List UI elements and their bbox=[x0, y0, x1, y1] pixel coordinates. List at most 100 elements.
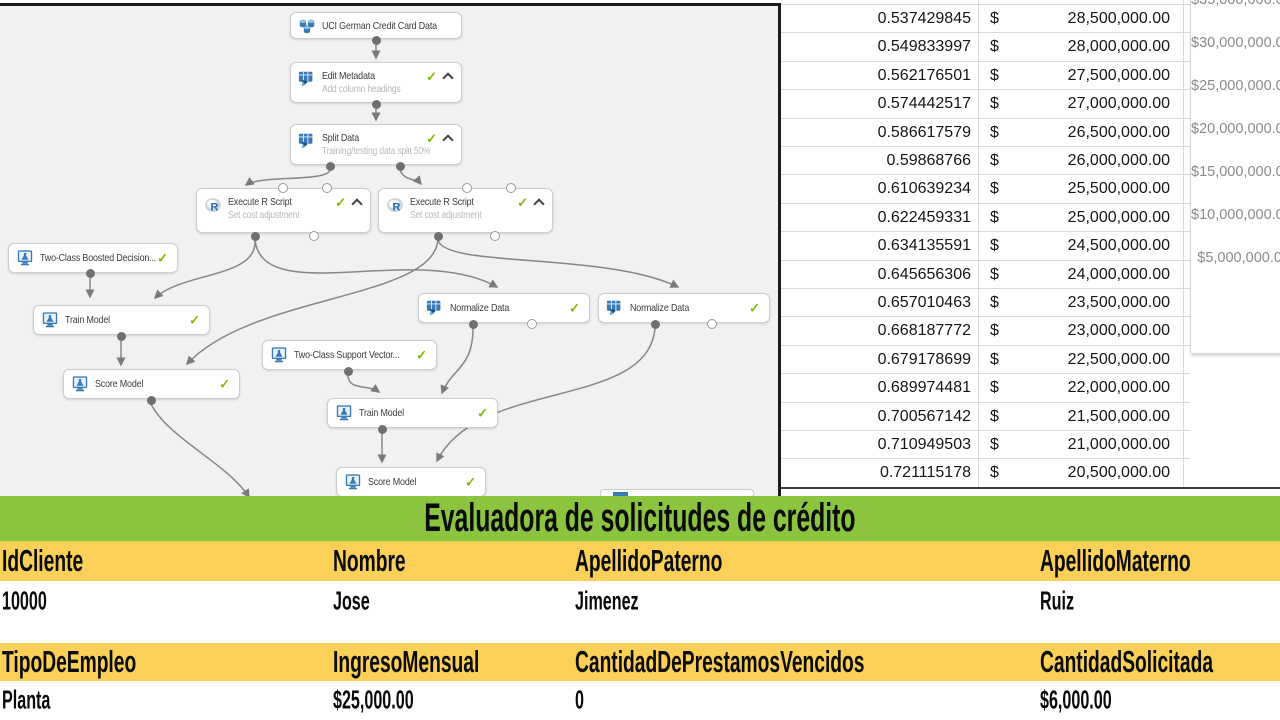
header-cell[interactable]: CantidadSolicitada bbox=[1040, 644, 1214, 679]
amount-cell[interactable]: $21,000,000.00 bbox=[978, 431, 1183, 458]
input-port[interactable] bbox=[527, 319, 537, 329]
table-row[interactable]: 0.700567142 $21,500,000.00 bbox=[781, 403, 1190, 431]
table-row[interactable]: 0.574442517$27,000,000.00 bbox=[781, 90, 1190, 119]
amount-cell[interactable]: $22,000,000.00 bbox=[978, 374, 1183, 401]
table-row[interactable]: 0.622459331$25,000,000.00 bbox=[781, 204, 1190, 233]
score-cell[interactable]: 0.537429845 bbox=[877, 10, 971, 27]
score-cell[interactable]: 0.721115178 bbox=[879, 464, 971, 482]
score-cell[interactable]: 0.700567142 bbox=[877, 407, 971, 425]
table-row[interactable]: 0.634135591 $24,500,000.00 bbox=[781, 232, 1190, 261]
output-port[interactable] bbox=[468, 319, 478, 329]
score-cell[interactable]: 0.610639234 bbox=[877, 180, 971, 198]
amount-cell[interactable]: $26,500,000.00 bbox=[978, 119, 1183, 146]
amount-cell[interactable]: $25,500,000.00 bbox=[978, 175, 1183, 202]
input-port[interactable] bbox=[506, 183, 516, 193]
output-port[interactable] bbox=[650, 319, 660, 329]
score-cell[interactable]: 0.59868766 bbox=[886, 152, 971, 169]
two-class-support-vector[interactable]: Two-Class Support Vector...✓ bbox=[262, 340, 437, 370]
score-cell[interactable]: 0.668187772 bbox=[877, 322, 971, 340]
amount-cell[interactable]: $24,500,000.00 bbox=[978, 232, 1183, 259]
output-port[interactable] bbox=[250, 231, 260, 241]
score-cell[interactable]: 0.586617579 bbox=[877, 123, 971, 141]
output-port[interactable] bbox=[371, 35, 381, 45]
amount-cell[interactable]: $27,000,000.00 bbox=[978, 90, 1183, 117]
score-cell[interactable]: 0.657010463 bbox=[877, 294, 971, 311]
score-cell[interactable]: 0.562176501 bbox=[877, 66, 971, 84]
table-row[interactable]: 0.610639234 $25,500,000.00 bbox=[781, 175, 1190, 204]
output-port[interactable] bbox=[371, 99, 381, 109]
table-row-partial[interactable]: 0.525025693$29,000,000.00 bbox=[781, 0, 1190, 5]
table-row[interactable]: 0.537429845$28,500,000.00 bbox=[781, 5, 1190, 34]
output-port[interactable] bbox=[146, 395, 156, 405]
table-row[interactable]: 0.710949503 $21,000,000.00 bbox=[781, 431, 1190, 460]
input-port[interactable] bbox=[322, 183, 332, 193]
score-cell[interactable]: 0.525025693 bbox=[781, 0, 978, 4]
output-port[interactable] bbox=[116, 331, 126, 341]
amount-cell[interactable]: $28,000,000.00 bbox=[978, 33, 1183, 60]
header-cell[interactable]: CantidadDePrestamosVencidos bbox=[575, 644, 865, 679]
score-model-left[interactable]: Score Model✓ bbox=[63, 369, 240, 399]
input-port[interactable] bbox=[707, 319, 717, 329]
chevron-up-icon[interactable] bbox=[533, 198, 545, 210]
chevron-up-icon[interactable] bbox=[442, 134, 454, 146]
spreadsheet[interactable]: 0.525025693$29,000,000.000.537429845$28,… bbox=[781, 0, 1280, 496]
score-cell[interactable]: 0.679178699 bbox=[877, 350, 971, 368]
value-cell[interactable]: Planta bbox=[2, 684, 51, 715]
table-row[interactable]: 0.586617579 $26,500,000.00 bbox=[781, 119, 1190, 147]
value-cell[interactable]: Jimenez bbox=[575, 585, 639, 616]
score-cell[interactable]: 0.549833997 bbox=[877, 38, 971, 56]
amount-cell[interactable]: $26,000,000.00 bbox=[978, 147, 1183, 174]
table-row[interactable]: 0.59868766 $26,000,000.00 bbox=[781, 147, 1190, 176]
header-cell[interactable]: IdCliente bbox=[2, 543, 84, 578]
table-row[interactable]: 0.679178699$22,500,000.00 bbox=[781, 346, 1190, 375]
table-row[interactable]: 0.645656306$24,000,000.00 bbox=[781, 261, 1190, 289]
table-row[interactable]: 0.657010463 $23,500,000.00 bbox=[781, 289, 1190, 318]
amount-cell[interactable]: $24,000,000.00 bbox=[978, 261, 1183, 288]
amount-cell[interactable]: $21,500,000.00 bbox=[978, 403, 1183, 430]
amount-cell[interactable]: $23,000,000.00 bbox=[978, 317, 1183, 344]
header-cell[interactable]: ApellidoPaterno bbox=[575, 543, 723, 578]
amount-cell[interactable]: $23,500,000.00 bbox=[978, 289, 1183, 316]
amount-cell[interactable]: $29,000,000.00 bbox=[978, 0, 1183, 4]
two-class-boosted-decision[interactable]: Two-Class Boosted Decision...✓ bbox=[8, 243, 178, 273]
input-port[interactable] bbox=[309, 231, 319, 241]
output-port[interactable] bbox=[377, 424, 387, 434]
score-cell[interactable]: 0.622459331 bbox=[877, 208, 971, 226]
train-model-left[interactable]: Train Model✓ bbox=[33, 305, 210, 335]
value-cell[interactable]: 0 bbox=[575, 684, 584, 715]
table-row[interactable]: 0.668187772 $23,000,000.00 bbox=[781, 317, 1190, 346]
table-row[interactable]: 0.562176501$27,500,000.00 bbox=[781, 62, 1190, 91]
chart-panel[interactable]: $35,000,000.00$30,000,000.00$25,000,000.… bbox=[1190, 0, 1280, 354]
value-cell[interactable]: $6,000.00 bbox=[1040, 684, 1112, 715]
output-port[interactable] bbox=[433, 231, 443, 241]
input-port[interactable] bbox=[278, 183, 288, 193]
score-cell[interactable]: 0.710949503 bbox=[877, 436, 971, 453]
header-cell[interactable]: IngresoMensual bbox=[333, 644, 480, 679]
header-cell[interactable]: TipoDeEmpleo bbox=[2, 644, 137, 679]
output-port[interactable] bbox=[395, 161, 405, 171]
sheet-title[interactable]: Evaluadora de solicitudes de crédito bbox=[424, 496, 856, 540]
value-cell[interactable]: 10000 bbox=[2, 585, 47, 616]
output-port[interactable] bbox=[343, 366, 353, 376]
chevron-up-icon[interactable] bbox=[351, 198, 363, 210]
table-row[interactable]: 0.689974481 $22,000,000.00 bbox=[781, 374, 1190, 403]
score-cell[interactable]: 0.689974481 bbox=[877, 379, 971, 397]
header-cell[interactable]: ApellidoMaterno bbox=[1040, 543, 1191, 578]
table-row[interactable]: 0.721115178 $20,500,000.00 bbox=[781, 459, 1190, 488]
input-port[interactable] bbox=[462, 183, 472, 193]
value-cell[interactable]: $25,000.00 bbox=[333, 684, 414, 715]
output-port[interactable] bbox=[85, 268, 95, 278]
normalize-data-right[interactable]: Normalize Data✓ bbox=[598, 293, 770, 323]
header-cell[interactable]: Nombre bbox=[333, 543, 406, 578]
chevron-up-icon[interactable] bbox=[442, 72, 454, 84]
score-cell[interactable]: 0.634135591 bbox=[877, 237, 971, 255]
table-row[interactable]: 0.549833997 $28,000,000.00 bbox=[781, 33, 1190, 62]
value-cell[interactable]: Ruiz bbox=[1040, 585, 1075, 616]
amount-cell[interactable]: $20,500,000.00 bbox=[978, 459, 1183, 486]
train-model-mid[interactable]: Train Model✓ bbox=[327, 398, 498, 428]
